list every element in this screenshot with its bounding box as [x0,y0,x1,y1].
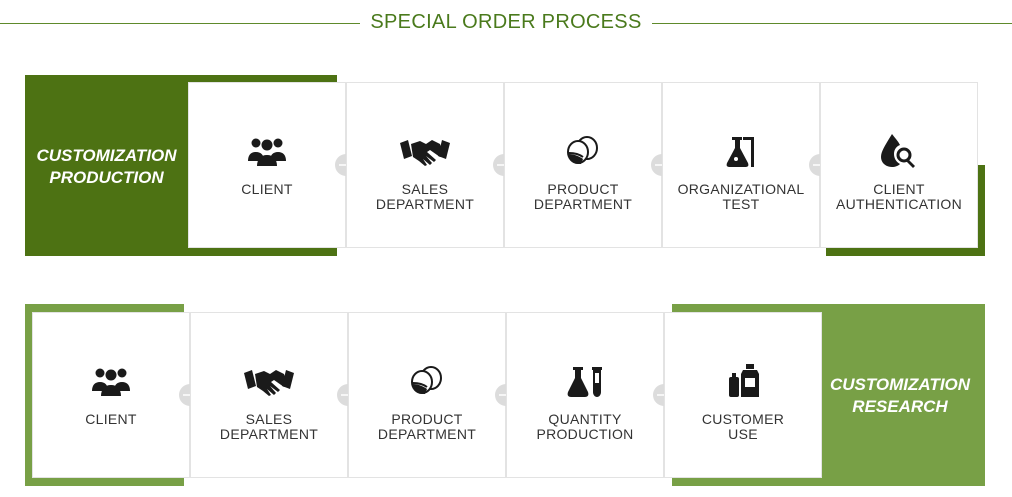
masked-heads-icon [349,361,505,401]
lab-flask-tube-icon [507,361,663,401]
step-label: CLIENT [85,411,137,427]
page-title: SPECIAL ORDER PROCESS [0,11,1012,34]
section1-label: CUSTOMIZATION PRODUCTION [25,145,188,189]
section2-step-sales: SALES DEPARTMENT [190,312,348,478]
handshake-icon [191,361,347,401]
section1-label-line1: CUSTOMIZATION [36,146,177,165]
drop-magnifier-icon [821,131,977,171]
section1-step-client: CLIENT [188,82,346,248]
people-icon [189,131,345,171]
section2-label: CUSTOMIZATION RESEARCH [822,374,978,418]
section1-step-test: ORGANIZATIONAL TEST [662,82,820,248]
handshake-icon [347,131,503,171]
people-icon [33,361,189,401]
step-label: PRODUCT DEPARTMENT [533,181,633,212]
step-label: ORGANIZATIONAL TEST [677,181,805,212]
section1-label-line2: PRODUCTION [49,168,164,187]
section2-step-client: CLIENT [32,312,190,478]
step-label: CUSTOMER USE [701,411,785,442]
header-line-right [652,23,1012,24]
step-label: SALES DEPARTMENT [219,411,319,442]
header-line-left [0,23,362,24]
bottles-icon [665,361,821,401]
flask-icon [663,131,819,171]
section1-step-sales: SALES DEPARTMENT [346,82,504,248]
page-title-text: SPECIAL ORDER PROCESS [360,11,652,33]
section2-step-quantity: QUANTITY PRODUCTION [506,312,664,478]
section1-step-authentication: CLIENT AUTHENTICATION [820,82,978,248]
masked-heads-icon [505,131,661,171]
section1-step-product: PRODUCT DEPARTMENT [504,82,662,248]
step-label: CLIENT [241,181,293,197]
section2-label-line1: CUSTOMIZATION [829,375,971,394]
step-label: PRODUCT DEPARTMENT [377,411,477,442]
step-label: SALES DEPARTMENT [375,181,475,212]
step-label: CLIENT AUTHENTICATION [835,181,963,212]
section2-label-line2: RESEARCH [852,397,948,416]
step-label: QUANTITY PRODUCTION [536,411,634,442]
section2-step-customer: CUSTOMER USE [664,312,822,478]
section2-step-product: PRODUCT DEPARTMENT [348,312,506,478]
